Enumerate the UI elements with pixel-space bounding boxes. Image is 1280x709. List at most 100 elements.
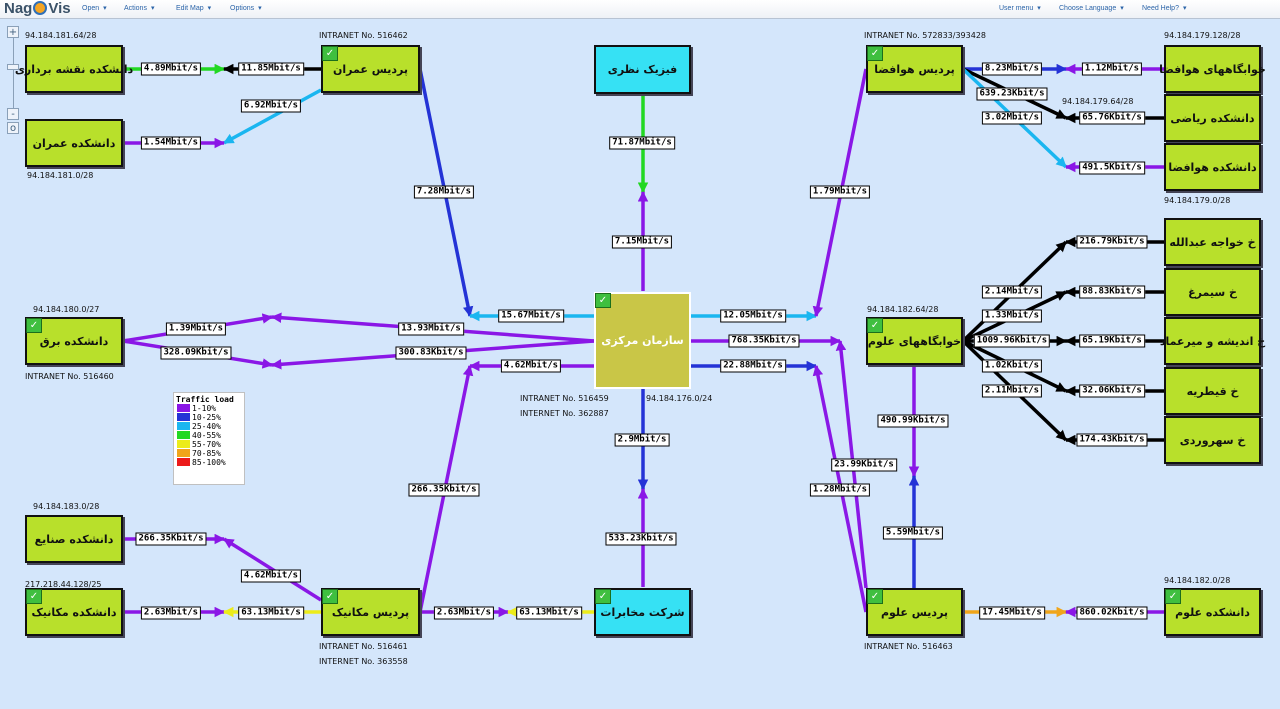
node-abdollah[interactable]: خ خواجه عبدالله xyxy=(1164,218,1261,266)
logo-text-2: Vis xyxy=(48,0,71,17)
intranet-label: INTRANET No. 516459 xyxy=(520,394,609,403)
bandwidth-label[interactable]: 23.99Kbit/s xyxy=(831,458,897,472)
node-khab-havafaza[interactable]: خوابگاههای هوافضا xyxy=(1159,45,1266,93)
bandwidth-label[interactable]: 63.13Mbit/s xyxy=(516,606,582,620)
zoom-out-button[interactable]: - xyxy=(7,108,19,120)
bandwidth-label[interactable]: 300.83Kbit/s xyxy=(395,346,467,360)
node-naghsheh[interactable]: دانشکده نقشه برداری xyxy=(15,45,133,93)
legend-swatch xyxy=(177,458,190,466)
bandwidth-label[interactable]: 491.5Kbit/s xyxy=(1079,161,1145,175)
menu-language[interactable]: Choose Language▾ xyxy=(1059,0,1124,18)
bandwidth-label[interactable]: 6.92Mbit/s xyxy=(240,99,302,113)
bandwidth-label[interactable]: 1.28Mbit/s xyxy=(809,483,871,497)
legend-label: 85-100% xyxy=(192,458,226,467)
node-fizik[interactable]: فیزیک نظری xyxy=(594,45,691,94)
node-label: خوابگاههای هوافضا xyxy=(1159,62,1266,76)
bandwidth-label[interactable]: 3.02Mbit/s xyxy=(981,111,1043,125)
node-omran-campus[interactable]: ✓پردیس عمران xyxy=(321,45,420,93)
bandwidth-label[interactable]: 5.59Mbit/s xyxy=(882,526,944,540)
bandwidth-label[interactable]: 2.11Mbit/s xyxy=(981,384,1043,398)
bandwidth-label[interactable]: 1.33Mbit/s xyxy=(981,309,1043,323)
subnet-label: 94.184.179.64/28 xyxy=(1062,97,1134,106)
node-olum-faculty[interactable]: ✓دانشکده علوم xyxy=(1164,588,1261,636)
bandwidth-label[interactable]: 65.19Kbit/s xyxy=(1079,334,1145,348)
bandwidth-label[interactable]: 2.9Mbit/s xyxy=(614,433,670,447)
zoom-reset-button[interactable]: o xyxy=(7,122,19,134)
bandwidth-label[interactable]: 4.89Mbit/s xyxy=(140,62,202,76)
menu-edit-map[interactable]: Edit Map▾ xyxy=(176,0,211,18)
bandwidth-label[interactable]: 4.62Mbit/s xyxy=(240,569,302,583)
node-khab-olum[interactable]: ✓خوابگاههای علوم xyxy=(866,317,963,365)
bandwidth-label[interactable]: 2.63Mbit/s xyxy=(140,606,202,620)
node-omran-faculty[interactable]: دانشکده عمران xyxy=(25,119,123,167)
bandwidth-label[interactable]: 2.14Mbit/s xyxy=(981,285,1043,299)
bandwidth-label[interactable]: 1009.96Kbit/s xyxy=(973,334,1051,348)
bandwidth-label[interactable]: 1.02Kbit/s xyxy=(981,359,1043,373)
node-label: پردیس مکانیک xyxy=(331,605,410,619)
node-havafaza-faculty[interactable]: دانشکده هوافضا xyxy=(1164,143,1261,191)
bandwidth-label[interactable]: 17.45Mbit/s xyxy=(979,606,1045,620)
bandwidth-label[interactable]: 639.23Kbit/s xyxy=(976,87,1048,101)
bandwidth-label[interactable]: 71.87Mbit/s xyxy=(609,136,675,150)
bandwidth-label[interactable]: 1.79Mbit/s xyxy=(809,185,871,199)
bandwidth-label[interactable]: 88.83Kbit/s xyxy=(1079,285,1145,299)
menu-options[interactable]: Options▾ xyxy=(230,0,262,18)
subnet-label: 94.184.176.0/24 xyxy=(646,394,713,403)
bandwidth-label[interactable]: 1.12Mbit/s xyxy=(1081,62,1143,76)
bandwidth-label[interactable]: 15.67Mbit/s xyxy=(498,309,564,323)
node-central[interactable]: ✓سازمان مرکزی xyxy=(594,292,691,389)
menu-language-label: Choose Language xyxy=(1059,5,1117,12)
node-gheytarieh[interactable]: خ قیطریه xyxy=(1164,367,1261,415)
node-mokhaberat[interactable]: ✓شرکت مخابرات xyxy=(594,588,691,636)
bandwidth-label[interactable]: 266.35Kbit/s xyxy=(135,532,207,546)
menu-user[interactable]: User menu▾ xyxy=(999,0,1041,18)
zoom-slider-handle[interactable] xyxy=(7,64,19,70)
legend-row: 25-40% xyxy=(174,422,244,431)
bandwidth-label[interactable]: 860.02Kbit/s xyxy=(1076,606,1148,620)
node-sanaye[interactable]: دانشکده صنایع xyxy=(25,515,123,563)
node-label: دانشکده هوافضا xyxy=(1168,160,1257,174)
node-sohrevardi[interactable]: خ سهروردی xyxy=(1164,416,1261,464)
node-andisheh[interactable]: خ اندیشه و میرعماد xyxy=(1160,317,1265,365)
logo-eye-icon xyxy=(33,1,48,16)
bandwidth-label[interactable]: 65.76Kbit/s xyxy=(1079,111,1145,125)
bandwidth-label[interactable]: 1.54Mbit/s xyxy=(140,136,202,150)
menu-open[interactable]: Open▾ xyxy=(82,0,107,18)
bandwidth-label[interactable]: 490.99Kbit/s xyxy=(877,414,949,428)
zoom-in-button[interactable]: + xyxy=(7,26,19,38)
bandwidth-label[interactable]: 266.35Kbit/s xyxy=(408,483,480,497)
traffic-load-legend: Traffic load 1-10% 10-25% 25-40% 40-55% … xyxy=(173,392,245,485)
bandwidth-label[interactable]: 63.13Mbit/s xyxy=(238,606,304,620)
bandwidth-label[interactable]: 8.23Mbit/s xyxy=(981,62,1043,76)
node-simorgh[interactable]: خ سیمرغ xyxy=(1164,268,1261,316)
bandwidth-label[interactable]: 216.79Kbit/s xyxy=(1076,235,1148,249)
menu-actions[interactable]: Actions▾ xyxy=(124,0,154,18)
bandwidth-label[interactable]: 2.63Mbit/s xyxy=(433,606,495,620)
bandwidth-label[interactable]: 7.28Mbit/s xyxy=(413,185,475,199)
bandwidth-label[interactable]: 32.06Kbit/s xyxy=(1079,384,1145,398)
node-bargh[interactable]: ✓دانشکده برق xyxy=(25,317,123,365)
bandwidth-label[interactable]: 1.39Mbit/s xyxy=(165,322,227,336)
node-havafaza-campus[interactable]: ✓پردیس هوافضا xyxy=(866,45,963,93)
bandwidth-label[interactable]: 768.35Kbit/s xyxy=(728,334,800,348)
menu-help[interactable]: Need Help?▾ xyxy=(1142,0,1186,18)
bandwidth-label[interactable]: 11.85Mbit/s xyxy=(238,62,304,76)
bandwidth-label[interactable]: 22.88Mbit/s xyxy=(720,359,786,373)
bandwidth-label[interactable]: 7.15Mbit/s xyxy=(611,235,673,249)
chevron-down-icon: ▾ xyxy=(258,5,262,12)
bandwidth-label[interactable]: 533.23Kbit/s xyxy=(605,532,677,546)
node-label: شرکت مخابرات xyxy=(600,605,685,619)
node-riazi[interactable]: دانشکده ریاضی xyxy=(1164,94,1261,142)
subnet-label: 94.184.181.0/28 xyxy=(27,171,94,180)
bandwidth-label[interactable]: 12.05Mbit/s xyxy=(720,309,786,323)
node-mekanik-faculty[interactable]: ✓دانشکده مکانیک xyxy=(25,588,123,636)
bandwidth-label[interactable]: 4.62Mbit/s xyxy=(500,359,562,373)
zoom-slider-track[interactable] xyxy=(13,38,14,108)
bandwidth-label[interactable]: 328.09Kbit/s xyxy=(160,346,232,360)
link-omran-f-out[interactable] xyxy=(223,88,322,145)
node-olum-campus[interactable]: ✓پردیس علوم xyxy=(866,588,963,636)
bandwidth-label[interactable]: 13.93Mbit/s xyxy=(398,322,464,336)
bandwidth-label[interactable]: 174.43Kbit/s xyxy=(1076,433,1148,447)
node-mekanik-campus[interactable]: ✓پردیس مکانیک xyxy=(321,588,420,636)
